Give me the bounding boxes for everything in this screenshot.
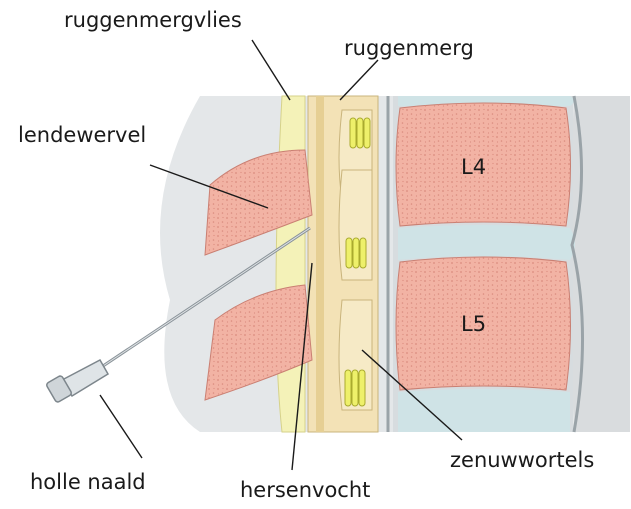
disc-lower — [398, 389, 570, 432]
label-zenuwwortels: zenuwwortels — [450, 450, 594, 471]
leader-dura — [252, 40, 290, 100]
disc-middle — [398, 225, 575, 260]
leader-needle — [100, 395, 142, 458]
label-holle-naald: holle naald — [30, 472, 146, 493]
vertebral-column — [388, 96, 583, 432]
label-hersenvocht: hersenvocht — [240, 480, 370, 501]
label-l4: L4 — [461, 157, 486, 178]
label-l5: L5 — [461, 314, 486, 335]
leader-cord — [340, 60, 378, 100]
label-ruggenmergvlies: ruggenmergvlies — [64, 10, 242, 31]
label-ruggenmerg: ruggenmerg — [344, 38, 474, 59]
label-lendewervel: lendewervel — [18, 125, 146, 146]
